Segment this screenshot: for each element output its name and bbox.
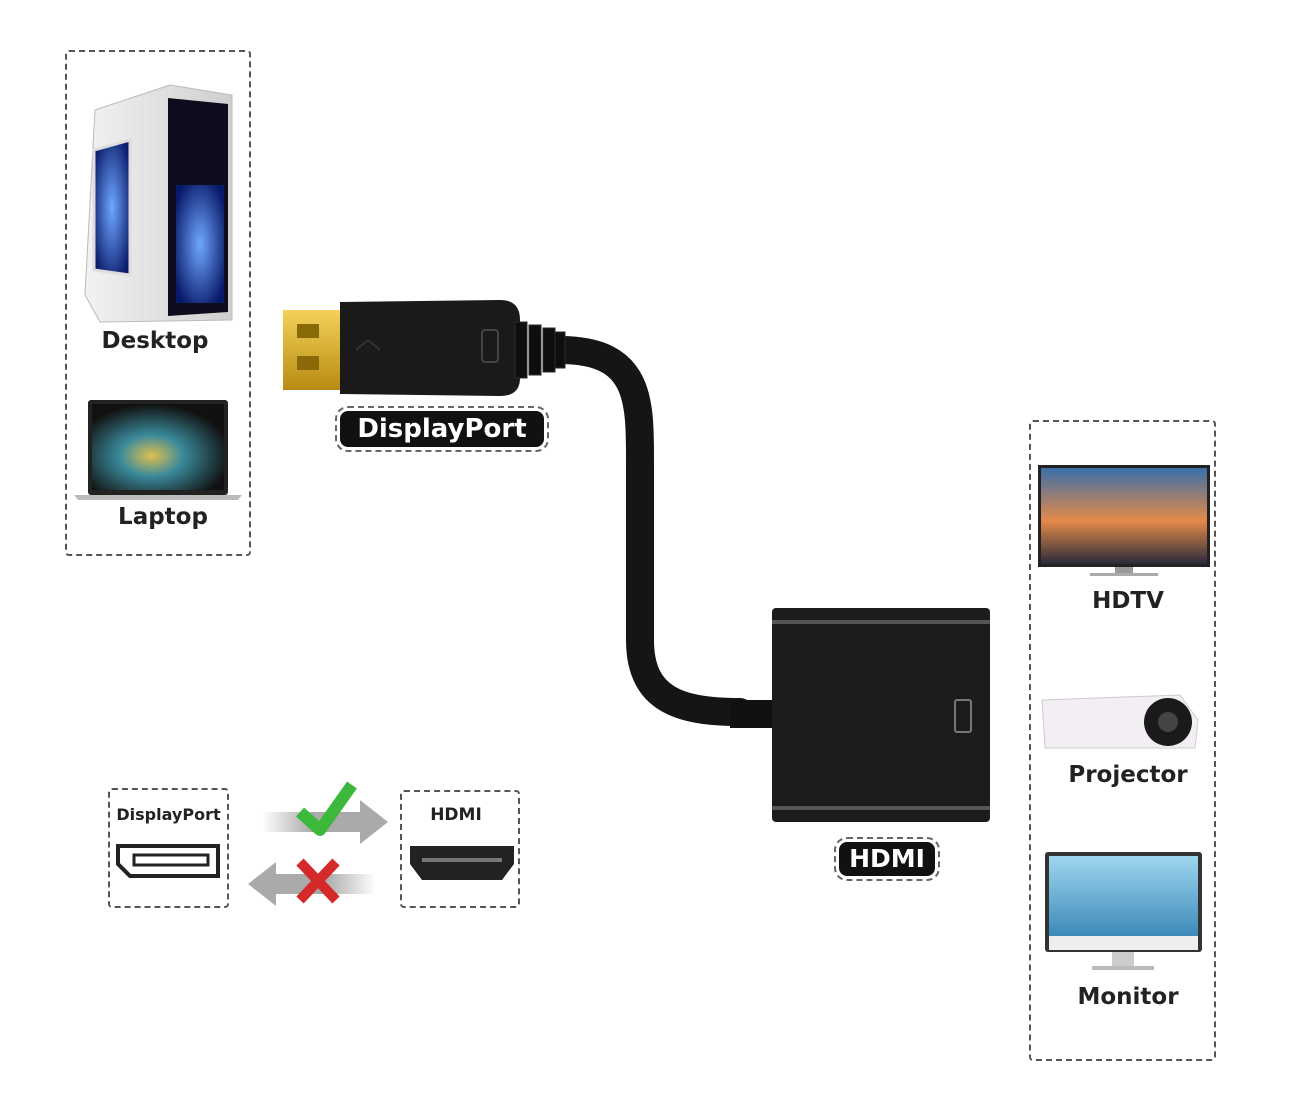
hdmi-target-box [400,790,520,908]
hdmi-port-icon [410,846,514,880]
monitor-label: Monitor [1077,984,1179,1010]
displayport-tag: DisplayPort [335,406,549,452]
desktop-label: Desktop [101,328,209,354]
hdtv-label: HDTV [1092,588,1164,614]
desktop-tower-icon [84,84,233,323]
source-devices-panel [65,50,251,556]
displayport-plug [283,300,566,396]
hdmi-tag: HDMI [834,837,940,881]
compat-target-label: HDMI [430,805,482,825]
hdtv-icon [1038,465,1210,576]
compat-source-label: DisplayPort [116,805,221,824]
check-icon [295,781,357,836]
display-devices-panel [1029,420,1216,1061]
displayport-port-icon [116,844,220,878]
projector-icon [1041,694,1199,749]
hdmi-adapter-box [730,608,990,822]
cross-icon [296,858,340,904]
displayport-source-box [108,788,229,908]
laptop-label: Laptop [118,504,208,530]
laptop-icon [74,400,242,500]
cable [546,336,754,726]
monitor-icon [1045,852,1202,970]
projector-label: Projector [1068,762,1188,788]
